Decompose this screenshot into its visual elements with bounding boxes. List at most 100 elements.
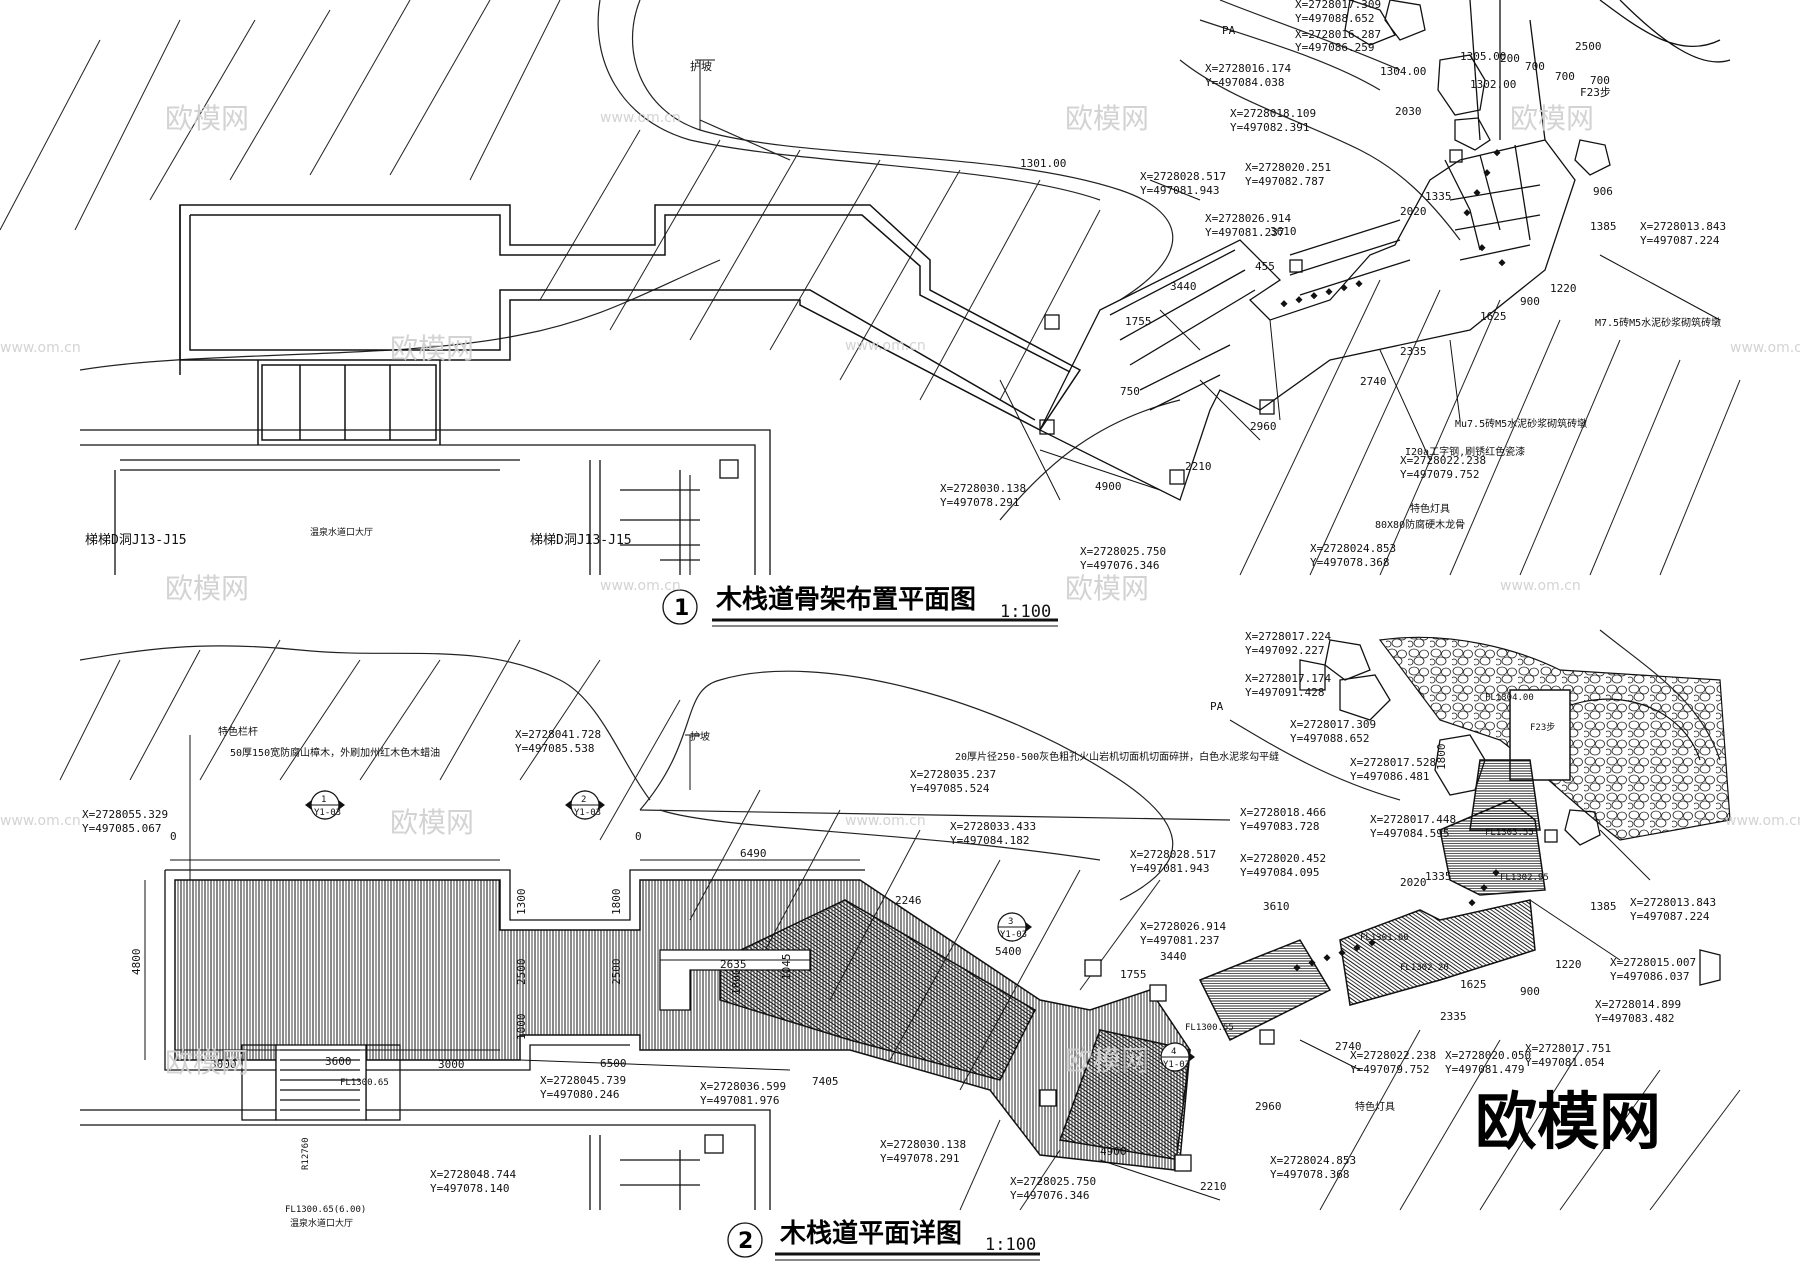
section-markers: 1 Y1-03 2 Y1-03 3 Y1-03 <box>305 790 1195 1072</box>
svg-text:F23步: F23步 <box>1580 86 1611 99</box>
svg-text:1220: 1220 <box>1555 958 1582 971</box>
svg-text:X=2728020.251: X=2728020.251 <box>1245 161 1331 174</box>
svg-text:X=2728017.309: X=2728017.309 <box>1290 718 1376 731</box>
svg-text:Y=497084.182: Y=497084.182 <box>950 834 1029 847</box>
svg-text:www.om.cn: www.om.cn <box>1500 578 1581 594</box>
section-marker-1: 1 Y1-03 <box>305 790 345 820</box>
svg-text:1301.00: 1301.00 <box>1020 157 1066 170</box>
svg-text:X=2728035.237: X=2728035.237 <box>910 768 996 781</box>
svg-text:X=2728017.309: X=2728017.309 <box>1295 0 1381 11</box>
svg-text:Y=497081.976: Y=497081.976 <box>700 1094 779 1107</box>
svg-text:X=2728030.138: X=2728030.138 <box>880 1138 966 1151</box>
svg-text:Y=497092.227: Y=497092.227 <box>1245 644 1324 657</box>
svg-text:Y=497076.346: Y=497076.346 <box>1080 559 1159 572</box>
svg-text:Y=497084.595: Y=497084.595 <box>1370 827 1449 840</box>
svg-text:2335: 2335 <box>1440 1010 1467 1023</box>
svg-text:Y=497078.368: Y=497078.368 <box>1310 556 1389 569</box>
svg-text:Y=497086.259: Y=497086.259 <box>1295 41 1374 54</box>
svg-text:欧模网: 欧模网 <box>165 1046 249 1079</box>
svg-text:X=2728014.899: X=2728014.899 <box>1595 998 1681 1011</box>
watermark-logo: 欧模网 <box>1475 1085 1661 1158</box>
svg-text:X=2728013.843: X=2728013.843 <box>1630 896 1716 909</box>
svg-text:X=2728016.174: X=2728016.174 <box>1205 62 1291 75</box>
svg-text:X=2728036.599: X=2728036.599 <box>700 1080 786 1093</box>
slope-hatch <box>0 0 1741 576</box>
section-marker-3: 3 Y1-03 <box>997 912 1032 942</box>
svg-text:0: 0 <box>635 830 642 843</box>
svg-text:906: 906 <box>1593 185 1613 198</box>
svg-text:Y=497091.428: Y=497091.428 <box>1245 686 1324 699</box>
svg-text:2246: 2246 <box>895 894 922 907</box>
svg-text:2635: 2635 <box>720 958 747 971</box>
elev-bottom-sub: 温泉水道口大厅 <box>290 1217 353 1229</box>
svg-text:X=2728041.728: X=2728041.728 <box>515 728 601 741</box>
plan2-number: 2 <box>738 1229 753 1254</box>
wall-note: M7.5砖M5水泥砂浆砌筑砖墩 <box>1595 316 1721 329</box>
svg-text:2210: 2210 <box>1185 460 1212 473</box>
svg-text:3440: 3440 <box>1160 950 1187 963</box>
elev-bottom: FL1300.65(6.00) <box>285 1205 366 1215</box>
svg-text:www.om.cn: www.om.cn <box>0 813 81 829</box>
svg-text:X=2728030.138: X=2728030.138 <box>940 482 1026 495</box>
svg-text:FL1300.55: FL1300.55 <box>1185 1023 1234 1033</box>
svg-text:欧模网: 欧模网 <box>1510 102 1594 135</box>
watermarks: 欧模网 www.om.cn 欧模网 欧模网 www.om.cn 欧模网 www.… <box>0 102 1800 1079</box>
section-marker-4: 4 Y1-03 <box>1160 1042 1195 1072</box>
svg-text:www.om.cn: www.om.cn <box>845 338 926 354</box>
svg-text:5400: 5400 <box>995 945 1022 958</box>
svg-text:700: 700 <box>1555 70 1575 83</box>
svg-text:1755: 1755 <box>1120 968 1147 981</box>
svg-text:R12760: R12760 <box>301 1137 311 1170</box>
svg-text:Y1-03: Y1-03 <box>574 808 601 818</box>
svg-text:Y=497080.246: Y=497080.246 <box>540 1088 619 1101</box>
structure-plan1 <box>1039 0 1576 501</box>
svg-text:Y=497085.538: Y=497085.538 <box>515 742 594 755</box>
svg-text:X=2728018.109: X=2728018.109 <box>1230 107 1316 120</box>
svg-text:2: 2 <box>581 795 586 805</box>
svg-text:Y=497082.787: Y=497082.787 <box>1245 175 1324 188</box>
deck-frame-plan2 <box>164 829 1558 1172</box>
svg-text:Y=497078.368: Y=497078.368 <box>1270 1168 1349 1181</box>
svg-text:Y=497086.481: Y=497086.481 <box>1350 770 1429 783</box>
svg-text:Y=497081.237: Y=497081.237 <box>1205 226 1284 239</box>
svg-text:Y=497084.038: Y=497084.038 <box>1205 76 1284 89</box>
svg-text:1800: 1800 <box>610 889 623 916</box>
svg-text:Y=497081.479: Y=497081.479 <box>1445 1063 1524 1076</box>
axis-label-left: 梯梯D洞J13-J15 <box>85 533 187 548</box>
svg-text:Y=497079.752: Y=497079.752 <box>1400 468 1479 481</box>
svg-text:FL1302.95: FL1302.95 <box>1500 873 1549 883</box>
plan2-number-circle <box>727 1222 763 1258</box>
svg-text:Y=497087.224: Y=497087.224 <box>1640 234 1720 247</box>
svg-text:3610: 3610 <box>1263 900 1290 913</box>
svg-text:X=2728055.329: X=2728055.329 <box>82 808 168 821</box>
svg-text:1305.00: 1305.00 <box>1460 50 1506 63</box>
svg-text:1302.00: 1302.00 <box>1470 78 1516 91</box>
svg-text:Y=497088.652: Y=497088.652 <box>1295 12 1374 25</box>
svg-text:X=2728017.751: X=2728017.751 <box>1525 1042 1611 1055</box>
svg-text:2020: 2020 <box>1400 876 1427 889</box>
svg-text:1385: 1385 <box>1590 220 1617 233</box>
svg-text:X=2728013.843: X=2728013.843 <box>1640 220 1726 233</box>
dimension-lines-plan1 <box>695 59 1721 501</box>
svg-text:6500: 6500 <box>600 1057 627 1070</box>
pa-label: PA <box>1222 24 1236 37</box>
svg-text:2210: 2210 <box>1200 1180 1227 1193</box>
building-outline <box>80 429 771 575</box>
hall-label: 温泉水道口大厅 <box>310 526 373 538</box>
svg-text:6490: 6490 <box>740 847 767 860</box>
svg-text:Y=497081.054: Y=497081.054 <box>1525 1056 1605 1069</box>
svg-text:欧模网: 欧模网 <box>390 332 474 365</box>
svg-text:FL1300.65: FL1300.65 <box>340 1078 389 1088</box>
lamp-label: 特色灯具 <box>1410 502 1450 515</box>
svg-text:Y=497085.067: Y=497085.067 <box>82 822 161 835</box>
svg-text:2960: 2960 <box>1250 420 1277 433</box>
svg-text:X=2728025.750: X=2728025.750 <box>1080 545 1166 558</box>
svg-text:2740: 2740 <box>1335 1040 1362 1053</box>
plan1-scale: 1:100 <box>1000 602 1051 622</box>
svg-text:FL1302.20: FL1302.20 <box>1400 963 1449 973</box>
svg-text:455: 455 <box>1255 260 1275 273</box>
plan2-title: 木栈道平面详图 <box>779 1218 962 1249</box>
svg-text:2740: 2740 <box>1360 375 1387 388</box>
plan2-title-block: 2 木栈道平面详图 1:100 <box>727 1218 1040 1261</box>
slope-label-2: 护坡 <box>690 730 710 743</box>
